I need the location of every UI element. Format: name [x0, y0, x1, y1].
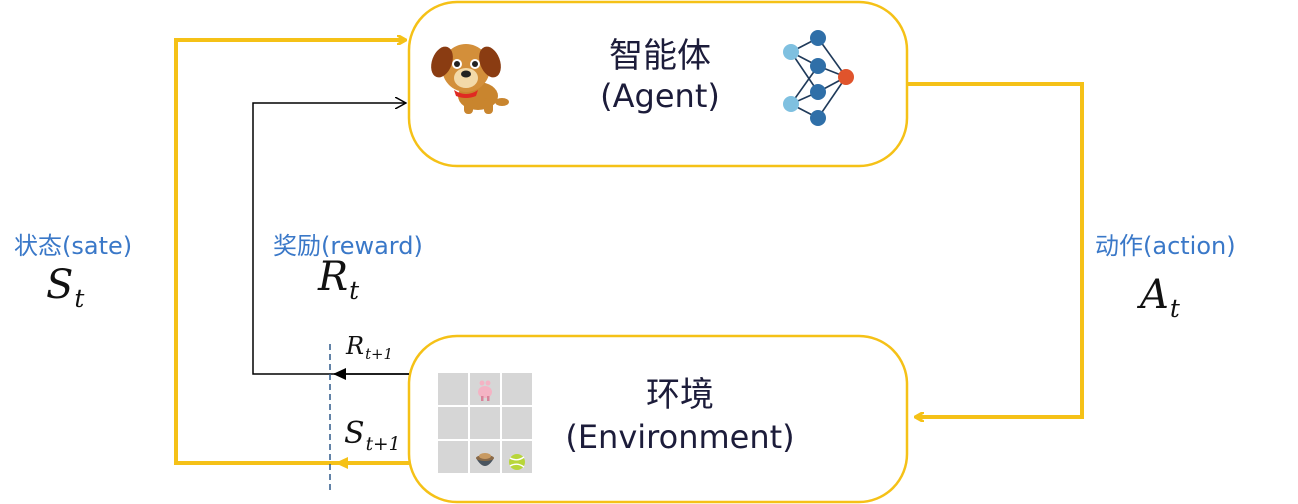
pig-icon: [478, 380, 492, 401]
action-arrow: [907, 82, 1084, 417]
action-symbol-sub: t: [1169, 293, 1180, 323]
agent-title-cn: 智能体: [609, 36, 711, 76]
next-state-symbol-sub: t+1: [365, 433, 401, 455]
next-reward-symbol: Rt+1: [346, 332, 393, 363]
next-reward-symbol-sub: t+1: [365, 345, 393, 364]
reward-symbol-base: R: [318, 254, 349, 300]
agent-title: 智能体 (Agent): [560, 36, 760, 116]
action-symbol: At: [1140, 272, 1180, 323]
state-symbol-sub: t: [74, 283, 85, 313]
agent-title-en: (Agent): [600, 77, 720, 115]
environment-title: 环境 (Environment): [540, 374, 820, 458]
food-bowl-icon: [476, 453, 494, 466]
state-symbol: St: [46, 262, 84, 313]
dog-icon: [431, 44, 509, 114]
reward-arrow: [252, 103, 409, 375]
reward-label: 奖励(reward): [273, 232, 423, 260]
reward-symbol: Rt: [318, 254, 359, 305]
environment-title-cn: 环境: [646, 375, 714, 415]
next-state-symbol: St+1: [344, 416, 400, 455]
environment-title-en: (Environment): [565, 418, 795, 456]
neural-network-icon: [783, 30, 854, 126]
tennis-ball-icon: [509, 454, 525, 470]
reward-symbol-sub: t: [349, 275, 360, 305]
grid-world-icon: [438, 373, 532, 475]
state-symbol-base: S: [46, 262, 74, 308]
next-state-symbol-base: S: [344, 416, 365, 451]
state-arrow: [174, 40, 409, 465]
action-symbol-base: A: [1140, 272, 1169, 318]
state-label: 状态(sate): [14, 232, 133, 260]
next-reward-symbol-base: R: [346, 332, 365, 360]
environment-box: [407, 334, 909, 504]
action-label: 动作(action): [1095, 232, 1236, 260]
